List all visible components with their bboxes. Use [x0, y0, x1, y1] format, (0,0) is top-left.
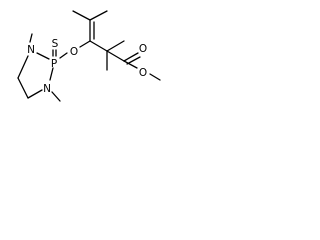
bond-phosphorus-to-nitrogen-upper — [36, 52, 50, 60]
bond-phosphorus-to-nitrogen-lower — [49, 67, 54, 81]
carbonyl-oxygen-label: O — [139, 43, 147, 55]
bond-enol-carbon-to-quaternary — [89, 40, 108, 52]
bond-methyl-a-to-vinyl-carbon — [72, 10, 91, 21]
bond-ring-ch2-to-ch2 — [17, 77, 29, 99]
bond-ester-oxygen-to-methyl — [149, 73, 161, 81]
bond-carbonyl-to-ester-oxygen — [123, 60, 138, 69]
bond-nitrogen-upper-methyl — [29, 33, 33, 43]
bond-carbonyl-double-1 — [123, 52, 139, 62]
bond-oxygen-to-phosphorus — [59, 52, 68, 59]
bond-ring-ch2-to-nitrogen-lower — [27, 89, 43, 99]
bond-quaternary-methyl-up — [106, 40, 125, 52]
ester-oxygen-label: O — [139, 67, 147, 79]
nitrogen-upper-label: N — [27, 44, 35, 56]
bond-enol-carbon-to-oxygen — [79, 40, 91, 48]
bond-carbonyl-double-2 — [126, 56, 141, 65]
bond-nitrogen-lower-methyl — [51, 91, 61, 102]
chemical-structure-diagram: O O O S P N N — [17, 10, 161, 102]
phosphorus-label: P — [51, 58, 57, 70]
bond-nitrogen-upper-to-ring-ch2 — [17, 55, 29, 79]
bond-quaternary-to-carbonyl — [106, 50, 125, 62]
bond-methyl-b-to-vinyl-carbon — [89, 10, 108, 21]
enol-oxygen-label: O — [70, 46, 78, 58]
thione-sulfur-label: S — [52, 38, 59, 50]
nitrogen-lower-label: N — [43, 83, 51, 95]
